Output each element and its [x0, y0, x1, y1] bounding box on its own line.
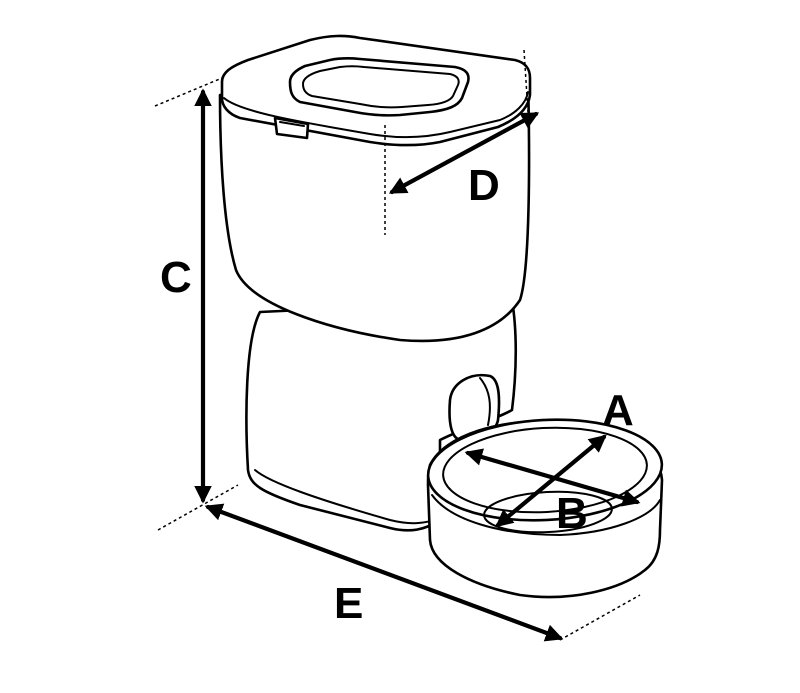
dimension-label-d: D [468, 161, 500, 210]
dimension-arrow-b [464, 448, 641, 507]
dimension-arrows [194, 88, 641, 642]
dimension-arrow-d [388, 111, 540, 195]
extension-lines [154, 49, 641, 641]
feeding-bowl [426, 418, 664, 599]
food-chute [448, 373, 501, 442]
dimension-label-a: A [602, 386, 634, 435]
dimension-label-b: B [556, 489, 588, 538]
dimension-arrow-e [204, 503, 564, 642]
dimension-label-e: E [334, 579, 363, 628]
dimension-label-c: C [160, 253, 192, 302]
